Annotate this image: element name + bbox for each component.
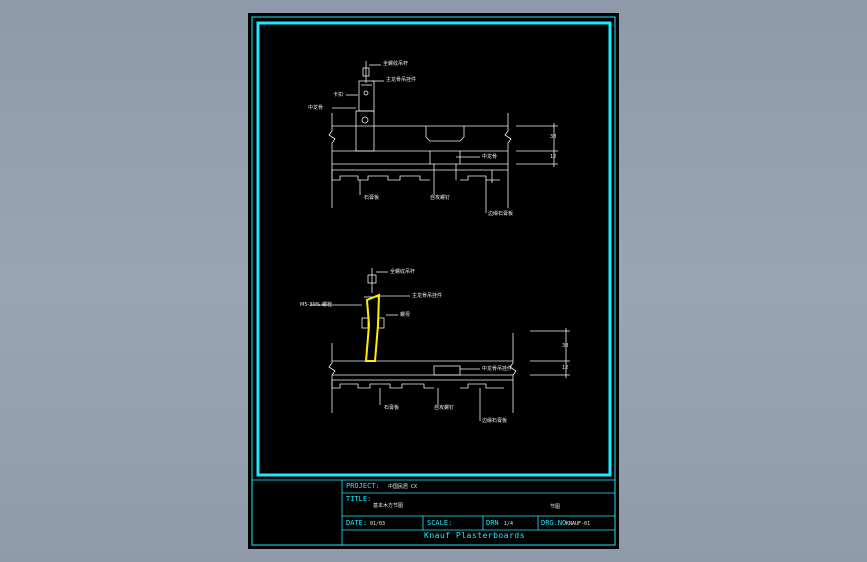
note-hanger-top: 全螺纹吊杆 (383, 61, 409, 67)
title-value: 基本木方节图 (373, 503, 404, 509)
note-main-keel-clip-bottom: 主龙骨吊挂件 (412, 293, 443, 299)
detail-bottom (310, 268, 570, 421)
dim-12-top: 12 (550, 154, 557, 160)
note-edge-board-top: 边缘石膏板 (488, 211, 514, 217)
dim-38-top: 38 (550, 134, 557, 140)
company-name: Knauf Plasterboards (424, 531, 526, 540)
project-label: PROJECT: (346, 482, 380, 490)
inner-border (256, 21, 612, 477)
outer-border (251, 16, 616, 546)
note-screw-top: 自攻螺钉 (430, 195, 451, 201)
note-board-top: 石膏板 (364, 195, 380, 201)
note-main-keel-clip-top: 主龙骨吊挂件 (386, 77, 417, 83)
note-clip-top: 卡扣 (333, 92, 344, 98)
drgno-label: DRG.NO (541, 519, 567, 527)
cad-drawing (251, 16, 616, 546)
note-middle-keel-top: 中龙骨 (482, 154, 498, 160)
project-value: 中国民居 CX (388, 484, 418, 490)
note-main-keel-sub-top: 中龙骨 (308, 105, 324, 111)
dim-38-bottom: 38 (562, 343, 569, 349)
date-label: DATE: (346, 519, 368, 527)
title-right: 节图 (550, 504, 561, 510)
detail-top (328, 61, 558, 213)
title-block-grid (251, 479, 616, 546)
note-board-bottom: 石膏板 (384, 405, 400, 411)
drn-label: DRN (486, 519, 499, 527)
title-label: TITLE: (346, 495, 372, 503)
highlighted-hanger-bracket (364, 293, 381, 362)
date-value: 01/03 (370, 521, 386, 527)
drn-value: 1/4 (504, 521, 514, 527)
note-middle-keel-bottom: 中龙骨吊挂件 (482, 366, 513, 372)
note-nut-bottom: 螺母 (400, 312, 411, 318)
note-spec-bottom: M5-30% 螺栓 (300, 302, 333, 308)
note-edge-board-bottom: 边缘石膏板 (482, 418, 508, 424)
drawing-sheet: 全螺纹吊杆 主龙骨吊挂件 卡扣 中龙骨 中龙骨 石膏板 自攻螺钉 边缘石膏板 3… (248, 13, 619, 549)
dim-12-bottom: 12 (562, 365, 569, 371)
scale-label: SCALE: (427, 519, 453, 527)
note-screw-bottom: 自攻螺钉 (434, 405, 455, 411)
drgno-value: KNAUF-01 (566, 521, 591, 527)
note-hanger-bottom: 全螺纹吊杆 (390, 269, 416, 275)
